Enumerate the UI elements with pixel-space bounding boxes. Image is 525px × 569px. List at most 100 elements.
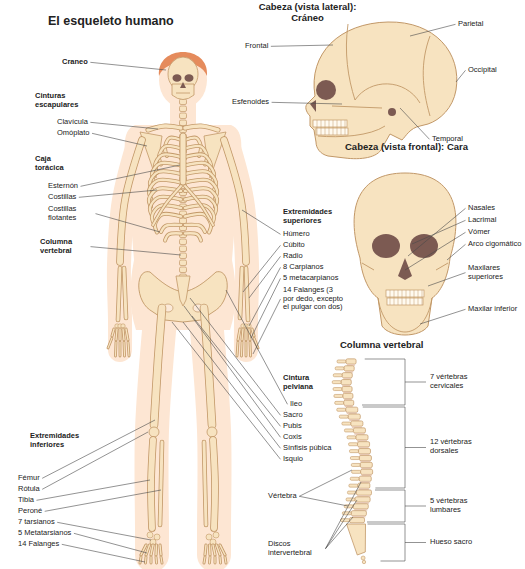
leader-line (326, 482, 362, 549)
bone-outline (246, 268, 248, 320)
part-label: Hueso sacro (430, 538, 472, 547)
vertebra (180, 253, 187, 259)
bone-outline (160, 545, 161, 555)
bone (140, 557, 141, 563)
tarsal (213, 532, 219, 538)
bone-outline (161, 225, 181, 232)
vertebral-body (358, 449, 370, 454)
bone (219, 557, 221, 563)
tooth-gap (325, 120, 326, 135)
vertebra (180, 218, 187, 224)
bone (116, 329, 117, 340)
bone-outline (154, 545, 158, 555)
bone-outline (119, 329, 122, 340)
tarsal (154, 534, 160, 540)
vertebral-process (349, 443, 358, 446)
part-label: Tibia (18, 496, 34, 505)
part-label: 8 Carpianos (283, 263, 323, 272)
bone (242, 329, 243, 340)
bone (249, 342, 251, 356)
tooth-gap (402, 290, 403, 305)
vertebral-process (335, 367, 344, 370)
leader-line (90, 122, 158, 129)
leader-line (96, 214, 161, 232)
bone (145, 557, 147, 563)
bone-outline (214, 557, 217, 563)
bone (245, 329, 246, 340)
leader-line (249, 256, 281, 298)
leader-line (172, 322, 281, 459)
leader-line (249, 267, 281, 326)
part-label: Húmero (283, 230, 310, 239)
vertebral-process (334, 394, 343, 397)
bone-outline (240, 342, 243, 356)
bone-outline (112, 329, 114, 336)
leader-line (36, 480, 150, 500)
bone (151, 545, 153, 555)
bone-outline (249, 342, 252, 356)
leader-line (81, 165, 180, 186)
section-heading: Cabeza (vista frontal): Cara (345, 142, 468, 153)
part-label: Sacro (283, 411, 303, 420)
bone (126, 329, 128, 340)
part-label: Esternón (48, 182, 78, 191)
tooth-gap (341, 120, 342, 135)
bone (160, 442, 162, 525)
bone (245, 342, 246, 356)
bone-outline (154, 308, 162, 425)
part-label: 5 vértebras lumbares (430, 497, 485, 514)
vertebral-process (349, 450, 358, 453)
part-label: 14 Falanges (3 por dedo, excepto el pulg… (283, 286, 345, 312)
group-bracket (367, 490, 426, 522)
part-label: Maxilares superiores (468, 264, 522, 281)
vertebral-body (358, 483, 370, 488)
upper-teeth (386, 290, 424, 297)
frontal-skull (354, 173, 456, 335)
patella (207, 427, 217, 437)
vertebral-body (344, 366, 354, 371)
tooth-gap (414, 290, 415, 305)
bone (118, 268, 120, 320)
vertebra (180, 267, 187, 273)
vertebral-process (341, 519, 350, 522)
bone (123, 329, 124, 340)
bone-outline (155, 557, 158, 563)
bone (165, 233, 181, 240)
bone-outline (119, 342, 122, 356)
vertebral-process (333, 374, 342, 377)
bone-outline (153, 186, 181, 225)
tooth-gap (418, 290, 419, 305)
vertebral-body (346, 359, 356, 364)
tooth-gap (337, 120, 338, 135)
leader-line (400, 108, 430, 139)
part-label: Ileo (290, 400, 302, 409)
leader-line (184, 306, 281, 437)
tooth-gap (394, 290, 395, 305)
bone-outline (204, 308, 212, 425)
body-silhouette (119, 52, 247, 555)
group-heading: Cinturas escapulares (35, 92, 90, 109)
leader-line (299, 470, 352, 496)
tooth-gap (333, 120, 334, 135)
vertebral-body (348, 414, 360, 419)
bone (185, 126, 218, 130)
part-label: Sínfisis púbica (283, 444, 331, 453)
section-heading: Columna vertebral (340, 340, 423, 351)
bone-outline (224, 140, 246, 262)
bone (128, 342, 129, 356)
bone (238, 329, 240, 340)
leader-line (79, 190, 157, 197)
bone-outline (204, 442, 206, 525)
nasal-cavity (180, 82, 186, 88)
vertebral-body (342, 373, 352, 378)
bone-outline (185, 225, 205, 232)
vertebral-body (351, 421, 363, 426)
bone (205, 545, 206, 555)
bone (213, 545, 215, 555)
leader-line (226, 290, 288, 404)
group-heading: Cintura pelviana (283, 374, 331, 391)
bone (124, 268, 126, 318)
part-label: Rótula (18, 485, 40, 494)
orbit (372, 234, 400, 258)
leader-line (428, 273, 466, 286)
